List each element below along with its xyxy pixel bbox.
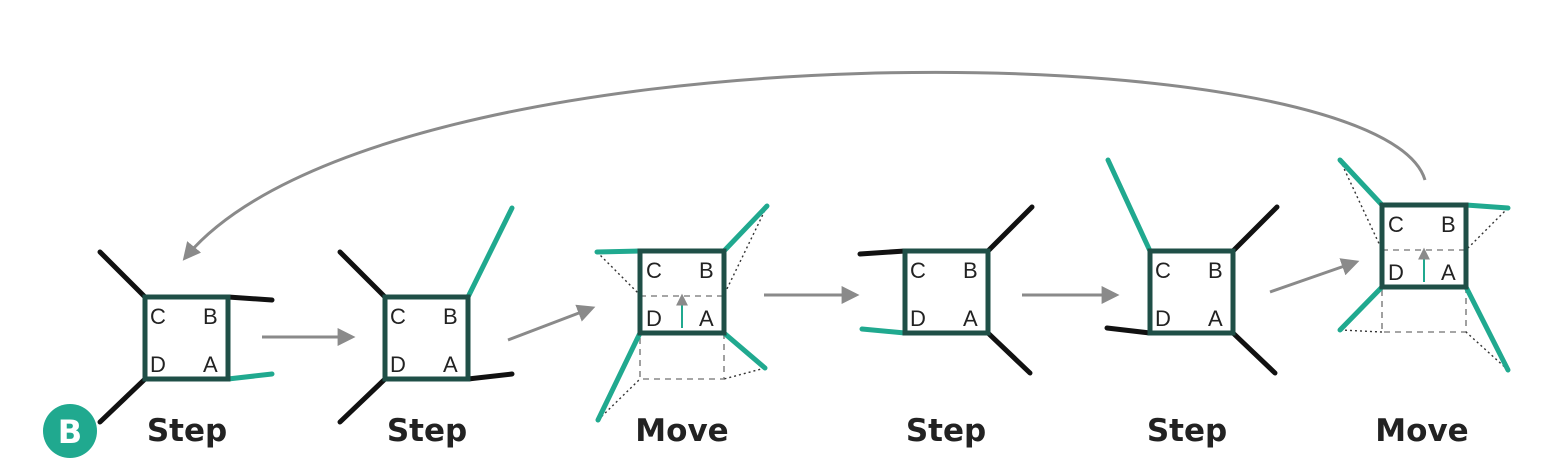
stage-caption: Step — [147, 413, 227, 449]
leg-front-left — [337, 249, 388, 300]
robot-body — [902, 248, 991, 336]
leg-rear-right — [1463, 284, 1511, 373]
leg-rear-right — [1230, 330, 1278, 376]
panel-badge: B — [43, 404, 97, 458]
corner-d: D — [910, 306, 926, 331]
stage-caption: Step — [906, 413, 986, 449]
corner-b: B — [963, 258, 978, 283]
corner-a: A — [699, 306, 714, 331]
leg-front-right — [1463, 202, 1511, 211]
stage-1: C B D A Step — [97, 249, 275, 449]
flow-arrow-5 — [1269, 258, 1360, 294]
stage-4: C B D A Step — [857, 204, 1035, 449]
badge-label: B — [58, 413, 82, 451]
corner-c: C — [646, 258, 662, 283]
stage-6: C B D A Move — [1337, 157, 1511, 449]
leg-front-left — [594, 248, 643, 255]
leg-rear-left — [1104, 325, 1153, 336]
corner-b: B — [699, 258, 714, 283]
flow-arrow-2 — [507, 304, 596, 342]
corner-d: D — [150, 352, 166, 377]
corner-b: B — [443, 304, 458, 329]
leg-rear-right — [465, 371, 515, 382]
corner-a: A — [203, 352, 218, 377]
robot-body — [1147, 248, 1236, 336]
robot-body — [382, 294, 471, 382]
stage-caption: Step — [387, 413, 467, 449]
corner-a: A — [963, 306, 978, 331]
badge-circle — [43, 404, 97, 458]
ghost-link — [596, 251, 641, 296]
leg-rear-left — [595, 330, 643, 423]
corner-c: C — [910, 258, 926, 283]
corner-a: A — [1208, 306, 1223, 331]
corner-b: B — [1208, 258, 1223, 283]
corner-c: C — [1388, 212, 1404, 237]
ghost-link — [1465, 331, 1509, 371]
leg-front-left — [97, 249, 148, 300]
leg-rear-left — [1337, 284, 1385, 333]
leg-rear-right — [225, 371, 275, 382]
stage-2: C B D A Step — [337, 205, 515, 449]
leg-front-right — [465, 205, 515, 300]
ghost-link — [1339, 329, 1383, 333]
stage-caption: Move — [1375, 413, 1468, 449]
ghost-link — [723, 367, 766, 380]
corner-d: D — [1155, 306, 1171, 331]
ghost-link — [723, 205, 768, 296]
leg-front-right — [721, 203, 770, 254]
corner-b: B — [203, 304, 218, 329]
robot-body — [1379, 202, 1469, 290]
corner-d: D — [390, 352, 406, 377]
ghost-link — [1339, 159, 1383, 251]
leg-front-right — [225, 294, 275, 303]
corner-d: D — [646, 306, 662, 331]
ghost-body — [639, 295, 725, 380]
ghost-link — [597, 378, 641, 421]
corner-d: D — [1388, 260, 1404, 285]
leg-rear-right — [721, 330, 768, 371]
leg-front-right — [1230, 204, 1280, 254]
corner-a: A — [1441, 260, 1456, 285]
leg-front-left — [1105, 157, 1153, 254]
corner-c: C — [150, 304, 166, 329]
stage-caption: Move — [635, 413, 728, 449]
corner-c: C — [390, 304, 406, 329]
ghost-link — [1465, 207, 1509, 251]
corner-b: B — [1441, 212, 1456, 237]
leg-rear-left — [97, 376, 148, 425]
stage-caption: Step — [1147, 413, 1227, 449]
leg-front-left — [1337, 157, 1385, 208]
leg-rear-left — [337, 376, 388, 425]
leg-rear-right — [985, 330, 1033, 376]
stage-5: C B D A Step — [1104, 157, 1280, 449]
leg-front-left — [857, 248, 908, 257]
robot-body — [142, 294, 231, 382]
corner-c: C — [1155, 258, 1171, 283]
robot-body — [637, 248, 727, 336]
corner-a: A — [443, 352, 458, 377]
loop-arrow — [182, 70, 1427, 261]
leg-rear-left — [859, 326, 908, 336]
leg-front-right — [985, 204, 1035, 254]
stage-3: C B D A Move — [594, 203, 770, 449]
